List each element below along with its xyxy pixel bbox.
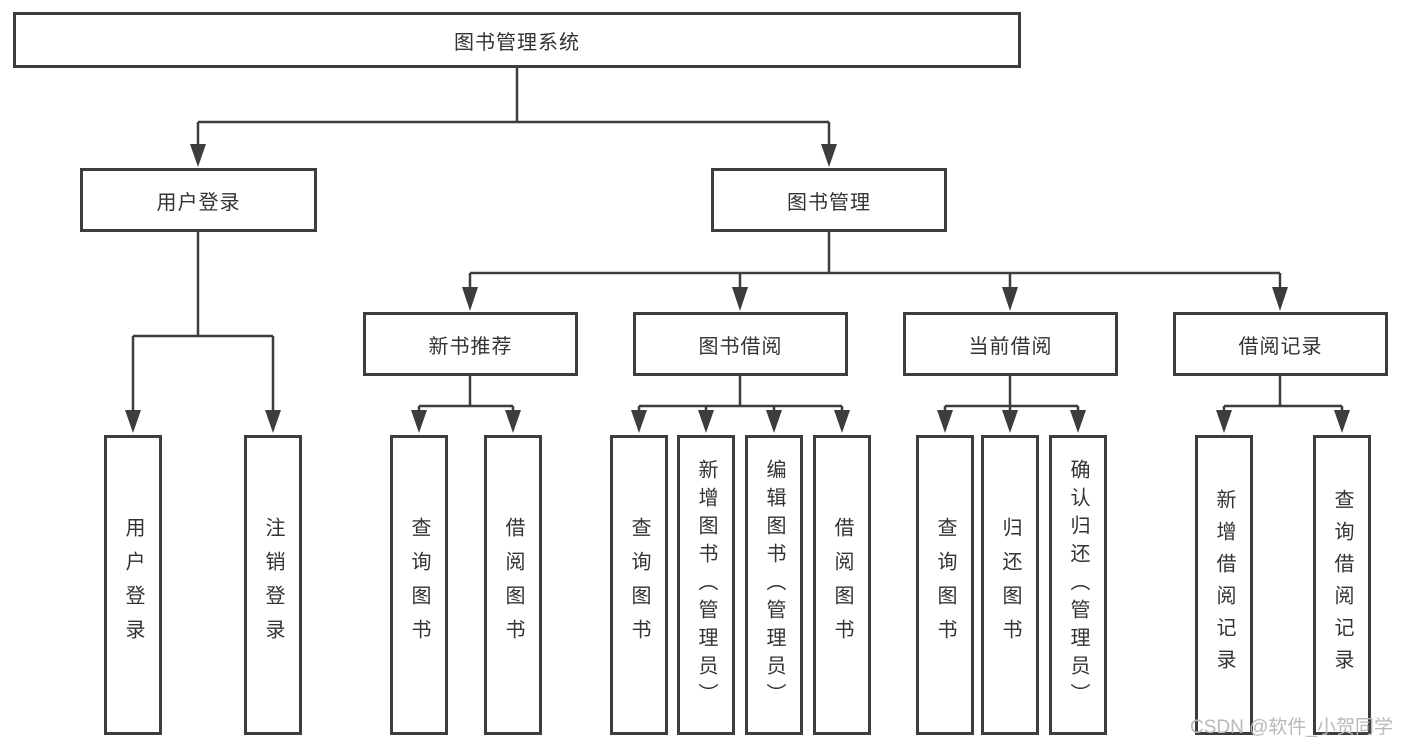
leaf-query-books-recommend: 查询图书 [390,435,448,735]
leaf-add-borrow-record: 新增借阅记录 [1195,435,1253,735]
node-current-borrow-label: 当前借阅 [968,335,1053,358]
leaf-query-books-recommend-label: 查询图书 [408,517,430,653]
leaf-user-login-label: 用户登录 [122,517,144,653]
node-user-login-label: 用户登录 [156,191,241,214]
node-new-book-recommend-label: 新书推荐 [428,335,513,358]
node-current-borrow: 当前借阅 [903,312,1118,376]
node-root: 图书管理系统 [13,12,1021,68]
node-new-book-recommend: 新书推荐 [363,312,578,376]
leaf-borrow-books-borrow-label: 借阅图书 [831,517,853,653]
leaf-query-books-current-label: 查询图书 [934,517,956,653]
leaf-add-books-admin-label: 新增图书（管理员） [695,459,717,711]
leaf-edit-books-admin-label: 编辑图书（管理员） [763,459,785,711]
leaf-query-books-current: 查询图书 [916,435,974,735]
node-borrow-records-label: 借阅记录 [1238,335,1323,358]
node-borrow-records: 借阅记录 [1173,312,1388,376]
leaf-logout: 注销登录 [244,435,302,735]
arrowheads [125,144,1350,433]
leaf-add-borrow-record-label: 新增借阅记录 [1213,489,1235,681]
leaf-borrow-books-recommend-label: 借阅图书 [502,517,524,653]
leaf-user-login: 用户登录 [104,435,162,735]
leaf-logout-label: 注销登录 [262,517,284,653]
leaf-confirm-return-admin: 确认归还（管理员） [1049,435,1107,735]
node-book-management-label: 图书管理 [787,191,871,214]
leaf-return-books-label: 归还图书 [999,517,1021,653]
leaf-borrow-books-recommend: 借阅图书 [484,435,542,735]
node-book-management: 图书管理 [711,168,947,232]
leaf-borrow-books-borrow: 借阅图书 [813,435,871,735]
leaf-edit-books-admin: 编辑图书（管理员） [745,435,803,735]
leaf-query-borrow-record-label: 查询借阅记录 [1331,489,1353,681]
node-user-login: 用户登录 [80,168,317,232]
leaf-query-books-borrow: 查询图书 [610,435,668,735]
leaf-query-books-borrow-label: 查询图书 [628,517,650,653]
node-book-borrow: 图书借阅 [633,312,848,376]
leaf-return-books: 归还图书 [981,435,1039,735]
leaf-query-borrow-record: 查询借阅记录 [1313,435,1371,735]
node-book-borrow-label: 图书借阅 [698,335,783,358]
leaf-add-books-admin: 新增图书（管理员） [677,435,735,735]
node-root-label: 图书管理系统 [454,31,580,54]
leaf-confirm-return-admin-label: 确认归还（管理员） [1067,459,1089,711]
csdn-watermark: CSDN @软件_小贺同学 [1190,717,1393,738]
